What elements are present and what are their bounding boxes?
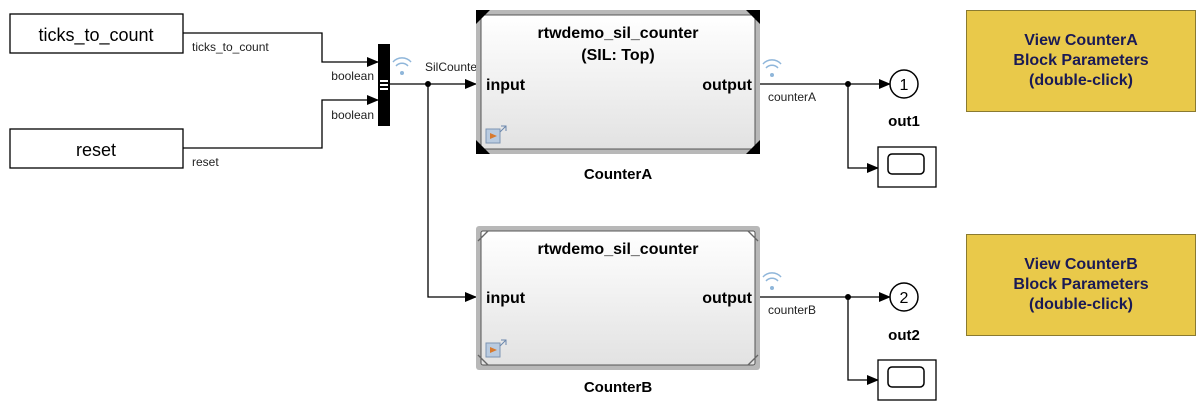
reset-block[interactable]: reset (9, 128, 184, 169)
corner-marker (747, 230, 759, 242)
branch-point (845, 81, 851, 87)
signal-logging-icon (762, 272, 782, 290)
scope-2-block[interactable] (877, 359, 937, 401)
counter-b-block[interactable]: rtwdemo_sil_counter input output (476, 226, 760, 370)
signal-label-reset[interactable]: reset (192, 155, 219, 169)
annotation-view-counter-a[interactable]: View CounterA Block Parameters (double-c… (966, 10, 1196, 112)
ticks-to-count-label: ticks_to_count (38, 25, 153, 46)
model-reference-icon (485, 339, 507, 358)
counter-b-input-port-label: input (486, 290, 526, 307)
branch-point (425, 81, 431, 87)
out2-port[interactable]: 2 (889, 282, 919, 312)
corner-marker (747, 354, 759, 366)
ticks-to-count-block[interactable]: ticks_to_count (9, 13, 184, 54)
out1-port[interactable]: 1 (889, 69, 919, 99)
counter-a-name[interactable]: CounterA (584, 166, 652, 183)
counter-b-model-name: rtwdemo_sil_counter (538, 241, 699, 258)
reset-label: reset (76, 140, 116, 160)
corner-marker (477, 230, 489, 242)
annotation-view-counter-b-text: View CounterB Block Parameters (double-c… (1013, 256, 1149, 313)
counter-a-sim-mode: (SIL: Top) (581, 47, 654, 64)
counter-b-output-port-label: output (702, 290, 752, 307)
scope-screen-icon (887, 366, 925, 388)
corner-marker (746, 140, 760, 154)
corner-marker (476, 10, 490, 24)
signal-logging-icon (392, 57, 412, 75)
scope-screen-icon (887, 153, 925, 175)
counter-a-input-port-label: input (486, 77, 526, 94)
corner-marker (746, 10, 760, 24)
scope-1-block[interactable] (877, 146, 937, 188)
corner-marker (477, 354, 489, 366)
counter-a-block[interactable]: rtwdemo_sil_counter (SIL: Top) input out… (476, 10, 760, 154)
out2-number: 2 (900, 290, 909, 307)
signal-lines (183, 32, 891, 385)
signal-label-ticks-to-count[interactable]: ticks_to_count (192, 40, 269, 54)
bus-creator-block[interactable] (378, 44, 390, 126)
signal-logging-icon (762, 59, 782, 77)
signal-type-label-2: boolean (331, 108, 374, 122)
counter-a-model-name: rtwdemo_sil_counter (538, 25, 699, 42)
signal-label-counter-b[interactable]: counterB (768, 303, 816, 317)
corner-marker (476, 140, 490, 154)
counter-b-name[interactable]: CounterB (584, 379, 652, 396)
signal-label-counter-a[interactable]: counterA (768, 90, 816, 104)
out1-number: 1 (900, 77, 909, 94)
annotation-view-counter-a-text: View CounterA Block Parameters (double-c… (1013, 32, 1149, 89)
branch-point (845, 294, 851, 300)
signal-type-label-1: boolean (331, 69, 374, 83)
model-reference-icon (485, 125, 507, 144)
out1-name[interactable]: out1 (888, 113, 920, 130)
annotation-view-counter-b[interactable]: View CounterB Block Parameters (double-c… (966, 234, 1196, 336)
counter-a-output-port-label: output (702, 77, 752, 94)
out2-name[interactable]: out2 (888, 327, 920, 344)
